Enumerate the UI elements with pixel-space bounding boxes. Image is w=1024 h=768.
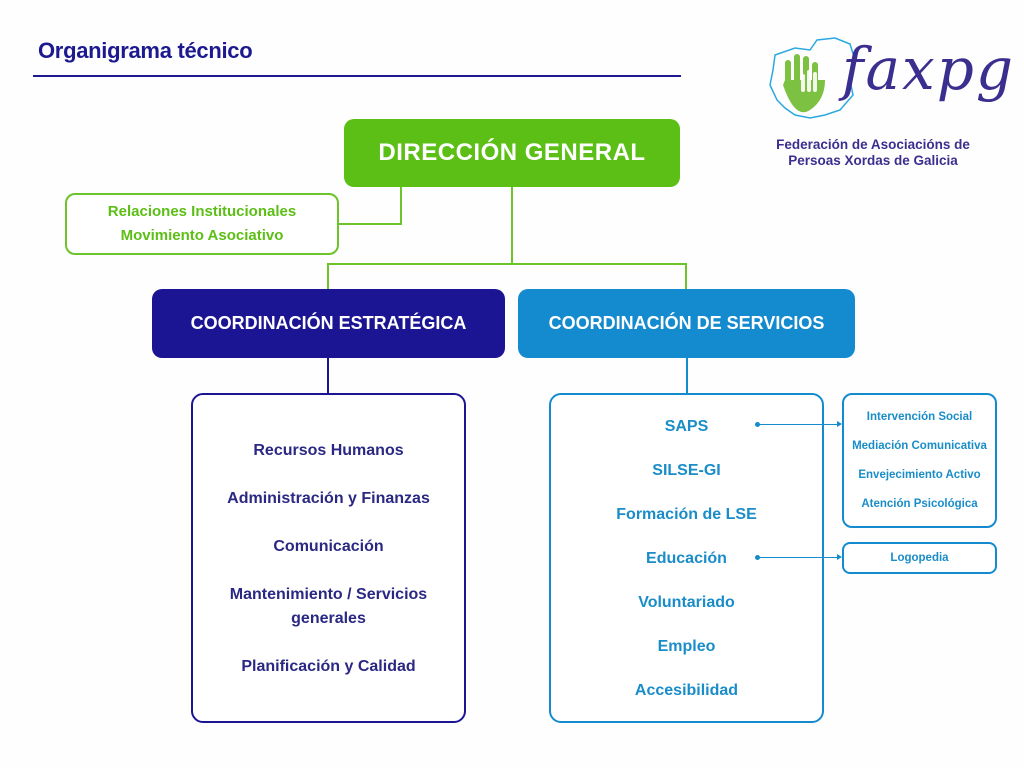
list-item: Envejecimiento Activo: [858, 468, 981, 481]
list-item: Formación de LSE: [616, 506, 757, 523]
relaciones-box: Relaciones Institucionales Movimiento As…: [65, 193, 339, 255]
list-item: Mantenimiento / Servicios generales: [229, 586, 428, 627]
connector-branch-horizontal: [327, 263, 687, 265]
saps-subservices-box: Intervención Social Mediación Comunicati…: [842, 393, 997, 528]
connector-dg-rel-vertical: [400, 187, 402, 224]
saps-arrow-icon: [837, 421, 842, 427]
list-item: Accesibilidad: [634, 682, 739, 699]
list-item: Planificación y Calidad: [241, 658, 416, 675]
list-item: Empleo: [657, 638, 716, 655]
servicios-areas-list: SAPS SILSE-GI Formación de LSE Educación…: [549, 393, 824, 723]
logo-subtitle-line1: Federación de Asociacións de: [776, 137, 970, 152]
list-item: Recursos Humanos: [253, 442, 404, 459]
list-item: Comunicación: [273, 538, 384, 555]
connector-branch-left: [327, 263, 329, 289]
coordinacion-estrategica-box: COORDINACIÓN ESTRATÉGICA: [152, 289, 505, 358]
list-item: Educación: [646, 550, 727, 567]
title-divider: [33, 75, 681, 77]
list-item: Intervención Social: [866, 410, 973, 423]
direccion-general-box: DIRECCIÓN GENERAL: [344, 119, 680, 187]
galicia-map-hands-logo-icon: [769, 37, 856, 119]
list-item: Administración y Finanzas: [227, 490, 430, 507]
connector-cs-list: [686, 358, 688, 393]
logo-subtitle: Federación de Asociacións de Persoas Xor…: [760, 137, 986, 169]
connector-branch-right: [685, 263, 687, 289]
connector-ce-list: [327, 358, 329, 393]
estrategica-areas-list: Recursos Humanos Administración y Finanz…: [191, 393, 466, 723]
list-item: Atención Psicológica: [861, 497, 978, 510]
page-title: Organigrama técnico: [38, 38, 253, 63]
logo-subtitle-line2: Persoas Xordas de Galicia: [788, 153, 958, 168]
saps-connector-line: [757, 424, 837, 425]
educacion-connector-line: [757, 557, 837, 558]
connector-dg-trunk: [511, 187, 513, 264]
list-item: SILSE-GI: [652, 462, 721, 479]
relaciones-line2: Movimiento Asociativo: [120, 227, 284, 244]
list-item: Mediación Comunicativa: [852, 439, 987, 452]
educacion-subservices-box: Logopedia: [842, 542, 997, 574]
list-item: SAPS: [664, 418, 709, 435]
educacion-arrow-icon: [837, 554, 842, 560]
relaciones-line1: Relaciones Institucionales: [107, 203, 297, 220]
logo-wordmark: faxpg: [842, 35, 1016, 103]
list-item: Voluntariado: [638, 594, 735, 611]
connector-dg-rel-horizontal: [339, 223, 402, 225]
coordinacion-servicios-box: COORDINACIÓN DE SERVICIOS: [518, 289, 855, 358]
